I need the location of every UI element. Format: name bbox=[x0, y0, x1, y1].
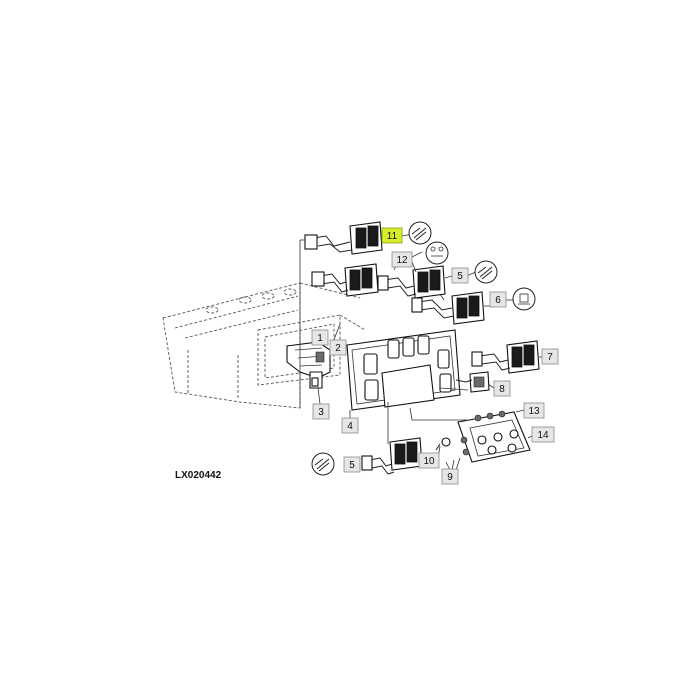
callout-7: 7 bbox=[541, 348, 559, 365]
callout-13: 13 bbox=[523, 402, 545, 419]
rocker-switch-12 bbox=[412, 265, 446, 299]
rocker-switch-6 bbox=[451, 291, 485, 325]
svg-text:11: 11 bbox=[387, 231, 398, 242]
callout-5-lower: 5 bbox=[343, 456, 361, 473]
callout-5-upper: 5 bbox=[451, 267, 469, 284]
callout-1: 1 bbox=[311, 329, 329, 346]
callout-9: 9 bbox=[441, 468, 459, 485]
figure-code: LX020442 bbox=[175, 470, 222, 481]
cab-body-outline bbox=[162, 282, 366, 409]
callout-2: 2 bbox=[329, 339, 347, 356]
callout-4: 4 bbox=[341, 417, 359, 434]
callout-12: 12 bbox=[391, 251, 413, 268]
relay-8 bbox=[469, 371, 490, 393]
svg-text:13: 13 bbox=[528, 406, 540, 417]
callout-9-text: 9 bbox=[447, 472, 453, 483]
callout-3: 3 bbox=[312, 403, 330, 420]
svg-text:12: 12 bbox=[396, 255, 408, 266]
svg-text:4: 4 bbox=[347, 421, 353, 432]
callout-14: 14 bbox=[531, 426, 555, 443]
rocker-switch-7 bbox=[506, 340, 540, 374]
svg-text:5: 5 bbox=[349, 460, 355, 471]
rear-light-icon bbox=[425, 241, 449, 265]
callout-8: 8 bbox=[493, 380, 511, 397]
mounting-bracket bbox=[286, 341, 331, 389]
svg-text:5: 5 bbox=[457, 271, 463, 282]
rocker-switch-lower-5 bbox=[389, 437, 423, 471]
callout-6: 6 bbox=[489, 291, 507, 308]
callout-10: 10 bbox=[418, 452, 440, 469]
callout-11: 11 bbox=[381, 227, 403, 244]
work-light-lower-icon bbox=[311, 452, 335, 476]
svg-text:10: 10 bbox=[423, 456, 435, 467]
control-module bbox=[435, 410, 531, 463]
rocker-switch-upper-left bbox=[344, 263, 379, 297]
wire-harness bbox=[304, 234, 511, 475]
svg-text:14: 14 bbox=[537, 430, 549, 441]
svg-text:8: 8 bbox=[499, 384, 505, 395]
svg-text:2: 2 bbox=[335, 343, 341, 354]
work-light-front-icon bbox=[474, 260, 498, 284]
svg-text:6: 6 bbox=[495, 295, 501, 306]
svg-text:3: 3 bbox=[318, 407, 324, 418]
beacon-icon bbox=[512, 287, 536, 311]
rocker-switch-11 bbox=[349, 221, 383, 255]
switch-panel bbox=[346, 329, 461, 411]
work-light-icon bbox=[408, 221, 432, 245]
svg-text:7: 7 bbox=[547, 352, 553, 363]
svg-text:1: 1 bbox=[317, 333, 323, 344]
